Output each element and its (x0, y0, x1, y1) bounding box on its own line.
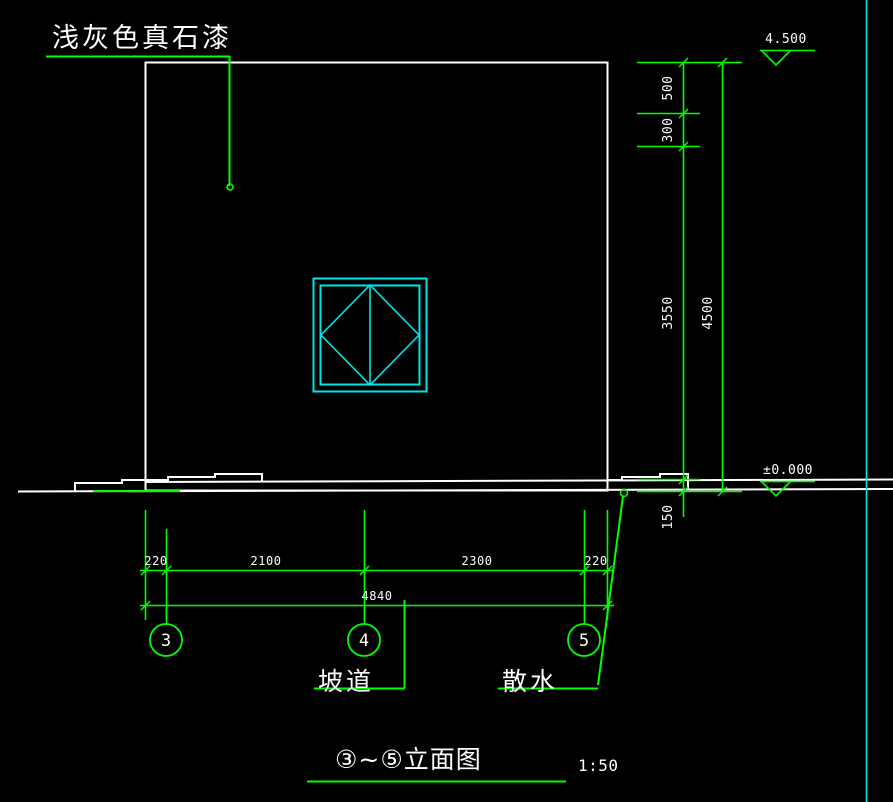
material-note-label: 浅灰色真石漆 (52, 23, 232, 54)
elev-top-triangle (760, 49, 792, 67)
sheet-title-block: ③~⑤立面图 1:50 (307, 745, 619, 783)
vdim-tick (678, 474, 689, 485)
elev-top-value: 4.500 (765, 32, 807, 47)
hdim-tick (579, 565, 590, 576)
sheet-title-text: ③~⑤立面图 (335, 745, 482, 774)
facade-outline (144, 61, 609, 492)
elevation-marker-ground: ±0.000 (760, 463, 815, 498)
apron-leader-dot (619, 488, 629, 498)
vdim-text-500: 500 (661, 76, 676, 101)
vdim-tick (717, 57, 728, 68)
ramp-note-leader (314, 600, 406, 690)
grid-bubble-4[interactable]: 4 (347, 606, 381, 657)
vdim-text-4500: 4500 (701, 296, 716, 329)
hdim-text-2100: 2100 (251, 554, 282, 568)
vdim-text-150: 150 (661, 505, 676, 530)
building-outline (144, 61, 609, 492)
window-assembly (312, 277, 428, 393)
apron-leader-line-lower (597, 639, 605, 686)
plinth-top-line (144, 478, 893, 483)
elevation-marker-top: 4.500 (760, 32, 815, 67)
apron-label: 散水 (502, 667, 559, 696)
vdim-tick (717, 486, 728, 497)
grid-bubble-5[interactable]: 5 (567, 606, 601, 657)
grid-3-circle (149, 623, 183, 657)
hdim-tick (140, 600, 151, 611)
ramp-steps (74, 473, 263, 491)
hdim-text-overall-4840: 4840 (362, 589, 393, 603)
window-outer-frame (312, 277, 428, 393)
hdim-tick (602, 565, 613, 576)
apron-steps (608, 473, 689, 489)
grid-5-label: 5 (579, 631, 589, 651)
hdim-text-left-220: 220 (144, 554, 167, 568)
material-note-leader (46, 55, 234, 191)
elev-ground-triangle (760, 480, 792, 498)
grid-bubble-3[interactable]: 3 (149, 606, 183, 657)
hdim-tick (140, 565, 151, 576)
vertical-dimension-chain: 500 300 3550 4500 150 (637, 57, 742, 530)
vdim-tick (678, 57, 689, 68)
ramp-profile (74, 473, 263, 492)
hdim-text-2300: 2300 (462, 554, 493, 568)
hdim-tick (602, 600, 613, 611)
ramp-label: 坡道 (318, 667, 375, 696)
hdim-tick (359, 565, 370, 576)
apron-profile (608, 473, 689, 489)
vdim-tick (678, 486, 689, 497)
vdim-tick (678, 141, 689, 152)
vdim-text-300: 300 (661, 118, 676, 143)
hdim-text-right-220: 220 (584, 554, 607, 568)
vdim-text-3550: 3550 (661, 296, 676, 329)
grid-5-circle (567, 623, 601, 657)
vdim-tick (678, 108, 689, 119)
elev-ground-value: ±0.000 (763, 463, 813, 478)
sheet-scale-text: 1:50 (578, 756, 619, 775)
horizontal-dimension-chain: 220 2100 2300 220 4840 (140, 510, 614, 620)
hdim-tick (161, 565, 172, 576)
material-note-leader-dot (226, 183, 234, 191)
grid-3-label: 3 (161, 631, 171, 651)
grid-4-label: 4 (359, 631, 369, 651)
grid-4-circle (347, 623, 381, 657)
